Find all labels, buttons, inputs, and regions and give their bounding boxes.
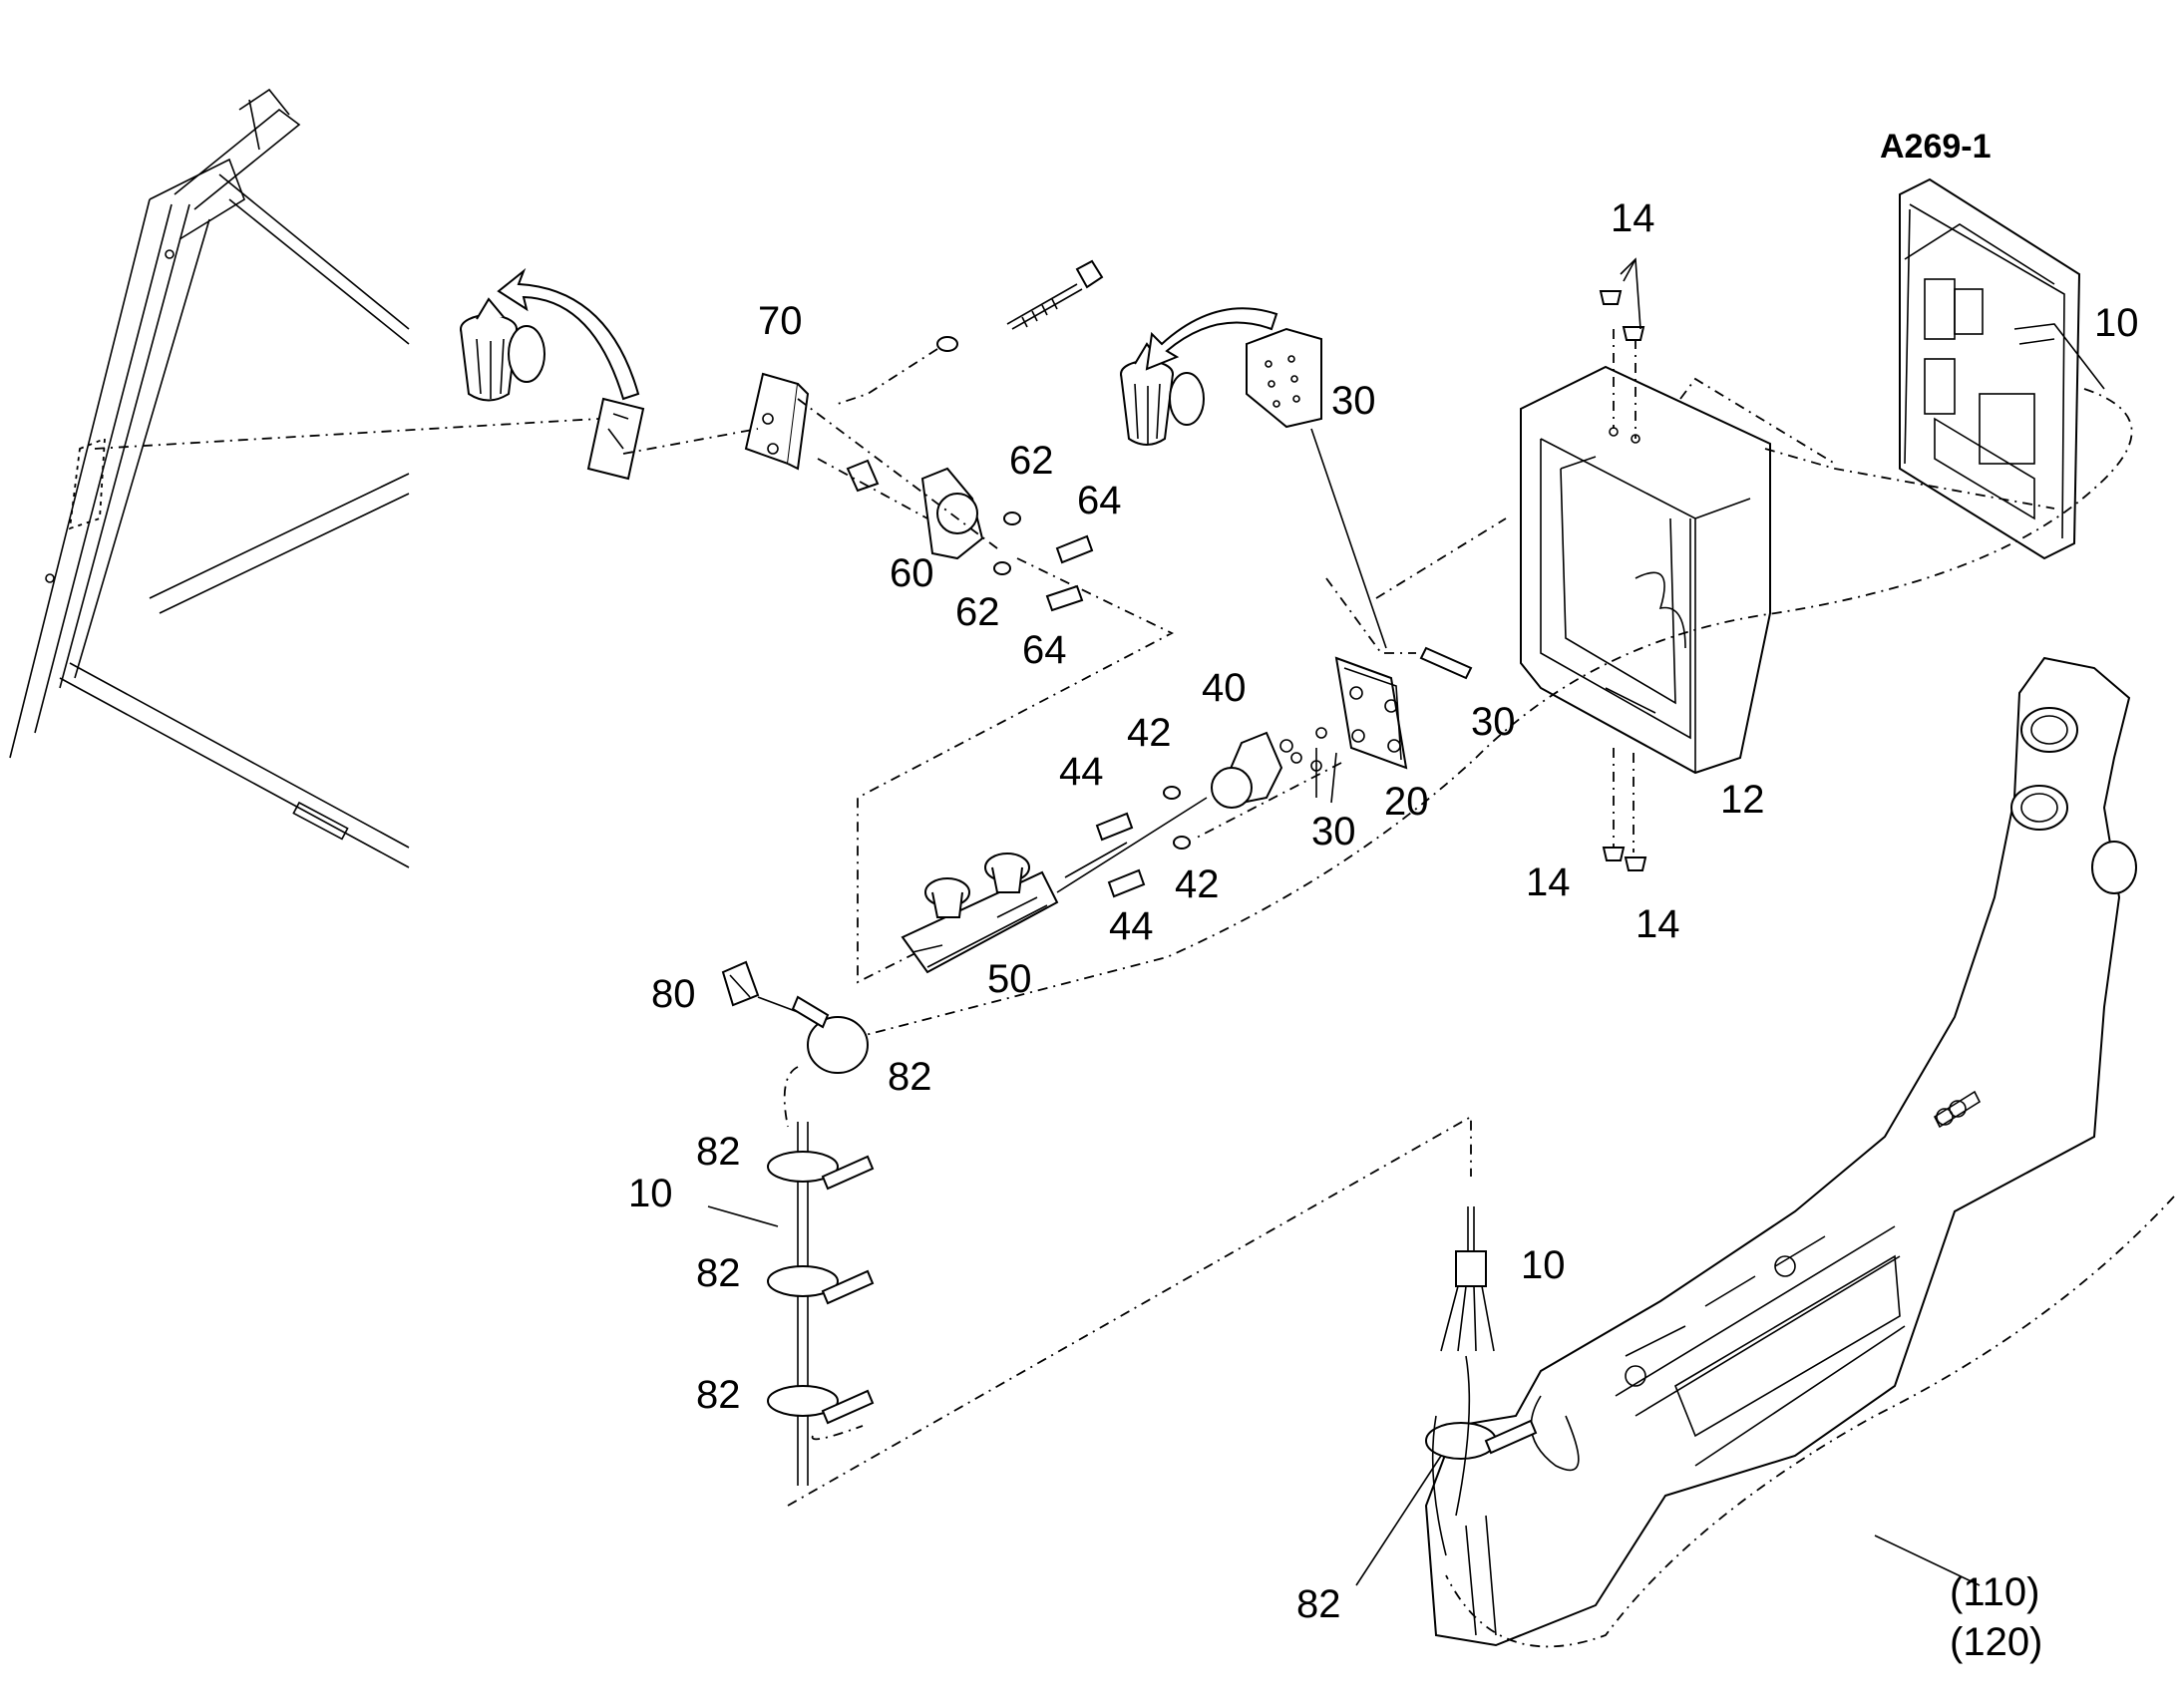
bolt <box>837 259 1104 405</box>
label-80: 80 <box>651 972 696 1016</box>
label-64: 64 <box>1022 628 1067 672</box>
label-20: 20 <box>1384 780 1429 824</box>
label-44: 44 <box>1059 750 1104 794</box>
label-42: 42 <box>1127 711 1172 755</box>
housing-box-part-12 <box>1520 329 1771 853</box>
ball-joint-part-40 <box>1095 727 1337 898</box>
label-10: 10 <box>2094 301 2139 345</box>
cable-tie-part-80 <box>721 960 760 1007</box>
cable-part-10 <box>707 1066 875 1486</box>
plate-part-20 <box>1334 646 1473 770</box>
clamp-part-50 <box>901 797 1208 974</box>
label-10: 10 <box>628 1172 673 1215</box>
label-42: 42 <box>1175 862 1220 906</box>
label-44: 44 <box>1109 904 1154 948</box>
label-82: 82 <box>888 1055 932 1099</box>
curved-arrow-icon <box>497 267 640 401</box>
cab-pillar <box>1424 656 2175 1648</box>
label-82: 82 <box>696 1251 741 1295</box>
reference-code: A269-1 <box>1880 128 1992 166</box>
connector-part-10 <box>1440 1206 1495 1352</box>
bracket-part-70 <box>586 372 810 481</box>
label-50: 50 <box>987 957 1032 1001</box>
label-64: 64 <box>1077 479 1122 522</box>
curved-arrow-icon <box>1145 307 1278 371</box>
label-30: 30 <box>1331 379 1376 423</box>
label-82: 82 <box>1296 1582 1341 1626</box>
label-120: (120) <box>1950 1620 2042 1664</box>
cab-frame <box>9 88 410 868</box>
cable-tie-part-82 <box>757 995 869 1074</box>
label-110: (110) <box>1950 1570 2039 1614</box>
cable-tie-part-82 <box>1355 1355 1538 1586</box>
display-unit <box>857 177 2133 1038</box>
label-82: 82 <box>696 1373 741 1417</box>
label-14: 14 <box>1635 902 1680 946</box>
label-62: 62 <box>955 590 1000 634</box>
label-40: 40 <box>1202 666 1247 710</box>
pad-part-30 <box>1246 327 1387 649</box>
label-82: 82 <box>696 1130 741 1174</box>
label-10: 10 <box>1521 1243 1566 1287</box>
label-70: 70 <box>758 299 803 343</box>
label-30: 30 <box>1311 810 1356 854</box>
label-14: 14 <box>1526 860 1571 904</box>
label-14: 14 <box>1611 196 1655 240</box>
ball-joint-part-60 <box>846 459 1094 612</box>
screw-part-14 <box>1599 257 1647 871</box>
trash-bin-icon <box>460 297 545 402</box>
label-60: 60 <box>890 551 934 595</box>
label-12: 12 <box>1720 778 1765 822</box>
label-30: 30 <box>1471 700 1516 744</box>
label-62: 62 <box>1009 439 1054 483</box>
